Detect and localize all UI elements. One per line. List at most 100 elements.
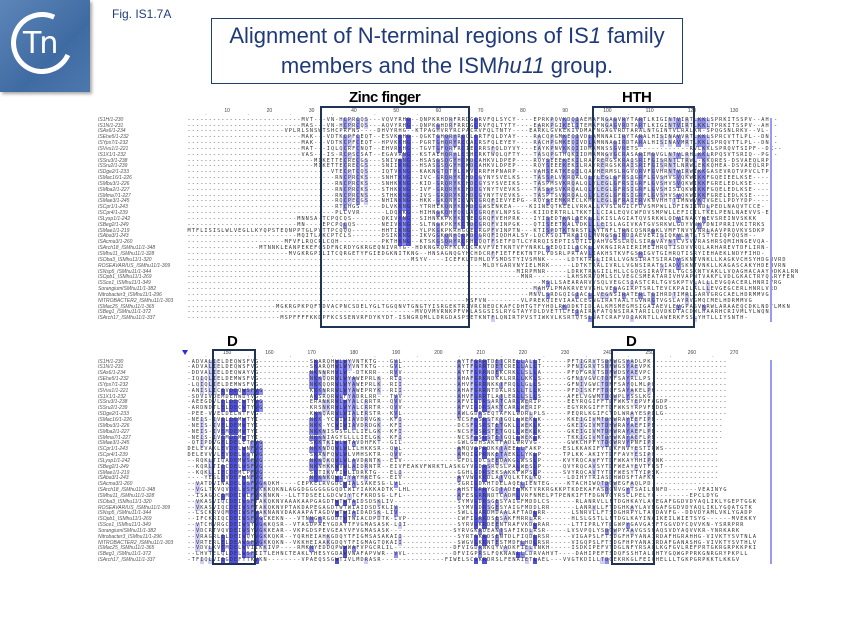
residue: - xyxy=(368,262,373,269)
residue: G xyxy=(482,227,486,234)
residue: - xyxy=(423,251,427,257)
residue: - xyxy=(330,286,335,293)
residue: L xyxy=(617,256,621,263)
residue: - xyxy=(356,262,360,269)
residue: Q xyxy=(567,151,571,158)
residue: K xyxy=(579,268,584,275)
residue: - xyxy=(238,274,242,281)
residue: T xyxy=(335,233,339,240)
residue: N xyxy=(605,140,609,147)
residue: - xyxy=(360,274,364,281)
residue: K xyxy=(546,262,550,269)
residue: - xyxy=(322,198,326,205)
residue: A xyxy=(305,151,309,158)
residue: N xyxy=(402,157,407,165)
residue: - xyxy=(238,286,242,293)
residue: I xyxy=(664,116,668,123)
residue: W xyxy=(689,157,693,164)
residue: E xyxy=(495,245,499,252)
residue: - xyxy=(271,251,276,257)
residue: P xyxy=(330,227,335,234)
residue: N xyxy=(667,116,673,124)
residue: - xyxy=(242,309,246,316)
residue: I xyxy=(419,233,423,240)
residue: C xyxy=(461,134,466,142)
residue: V xyxy=(394,151,398,158)
residue: G xyxy=(626,169,630,176)
residue: - xyxy=(246,157,250,164)
residue: I xyxy=(546,239,550,246)
residue: F xyxy=(457,256,461,263)
residue: I xyxy=(423,180,427,187)
residue: I xyxy=(685,286,689,293)
residue: N xyxy=(617,204,621,211)
residue: T xyxy=(672,163,677,171)
residue: G xyxy=(406,180,411,188)
residue: R xyxy=(638,122,643,130)
residue: R xyxy=(714,291,719,298)
residue: V xyxy=(727,140,731,147)
residue: T xyxy=(533,303,537,310)
residue: T xyxy=(322,128,326,135)
residue: Q xyxy=(719,151,723,158)
residue: T xyxy=(558,215,562,222)
residue: S xyxy=(685,315,689,322)
residue: I xyxy=(626,221,630,228)
residue: Q xyxy=(740,303,744,310)
residue: V xyxy=(740,163,744,170)
residue: - xyxy=(246,151,250,158)
residue: - xyxy=(288,134,292,141)
residue: I xyxy=(567,239,571,246)
residue: C xyxy=(512,303,516,310)
residue: Y xyxy=(516,151,520,158)
residue: H xyxy=(465,180,470,187)
residue: - xyxy=(752,233,756,240)
residue: S xyxy=(305,128,309,135)
residue: D xyxy=(428,180,432,187)
residue: R xyxy=(638,175,643,182)
residue: - xyxy=(773,140,778,147)
residue: P xyxy=(503,157,508,164)
residue: E xyxy=(600,175,605,182)
ruler-tick-label: 210 xyxy=(476,350,485,356)
residue: - xyxy=(187,198,191,205)
residue: - xyxy=(255,145,259,152)
residue: F xyxy=(643,175,647,182)
residue: M xyxy=(668,227,672,234)
residue: K xyxy=(419,239,423,246)
residue: C xyxy=(723,291,727,298)
residue: - xyxy=(259,122,263,129)
residue: G xyxy=(435,169,441,177)
residue: R xyxy=(621,227,626,235)
residue: D xyxy=(491,303,495,310)
residue: - xyxy=(368,180,373,187)
residue: - xyxy=(326,186,330,193)
residue: G xyxy=(617,280,621,287)
residue: S xyxy=(499,116,503,123)
residue: Q xyxy=(546,297,550,304)
residue: H xyxy=(546,303,550,310)
residue: S xyxy=(592,256,596,263)
residue: A xyxy=(592,151,597,159)
residue: S xyxy=(381,186,385,193)
residue: G xyxy=(613,286,618,293)
residue: - xyxy=(229,145,233,152)
residue: - xyxy=(195,280,200,287)
residue: - xyxy=(225,122,229,129)
residue: - xyxy=(440,268,444,275)
residue: K xyxy=(533,227,537,234)
residue: - xyxy=(284,204,288,211)
residue: - xyxy=(191,186,195,193)
residue: G xyxy=(435,145,441,153)
residue: - xyxy=(255,116,259,123)
residue: - xyxy=(364,233,368,240)
residue: N xyxy=(432,215,436,222)
residue: D xyxy=(567,303,571,310)
residue: E xyxy=(719,175,723,182)
residue: I xyxy=(655,122,659,129)
residue: S xyxy=(702,233,706,240)
residue: - xyxy=(309,262,314,269)
residue: A xyxy=(634,315,638,322)
residue: - xyxy=(284,140,288,147)
residue: I xyxy=(419,192,423,199)
